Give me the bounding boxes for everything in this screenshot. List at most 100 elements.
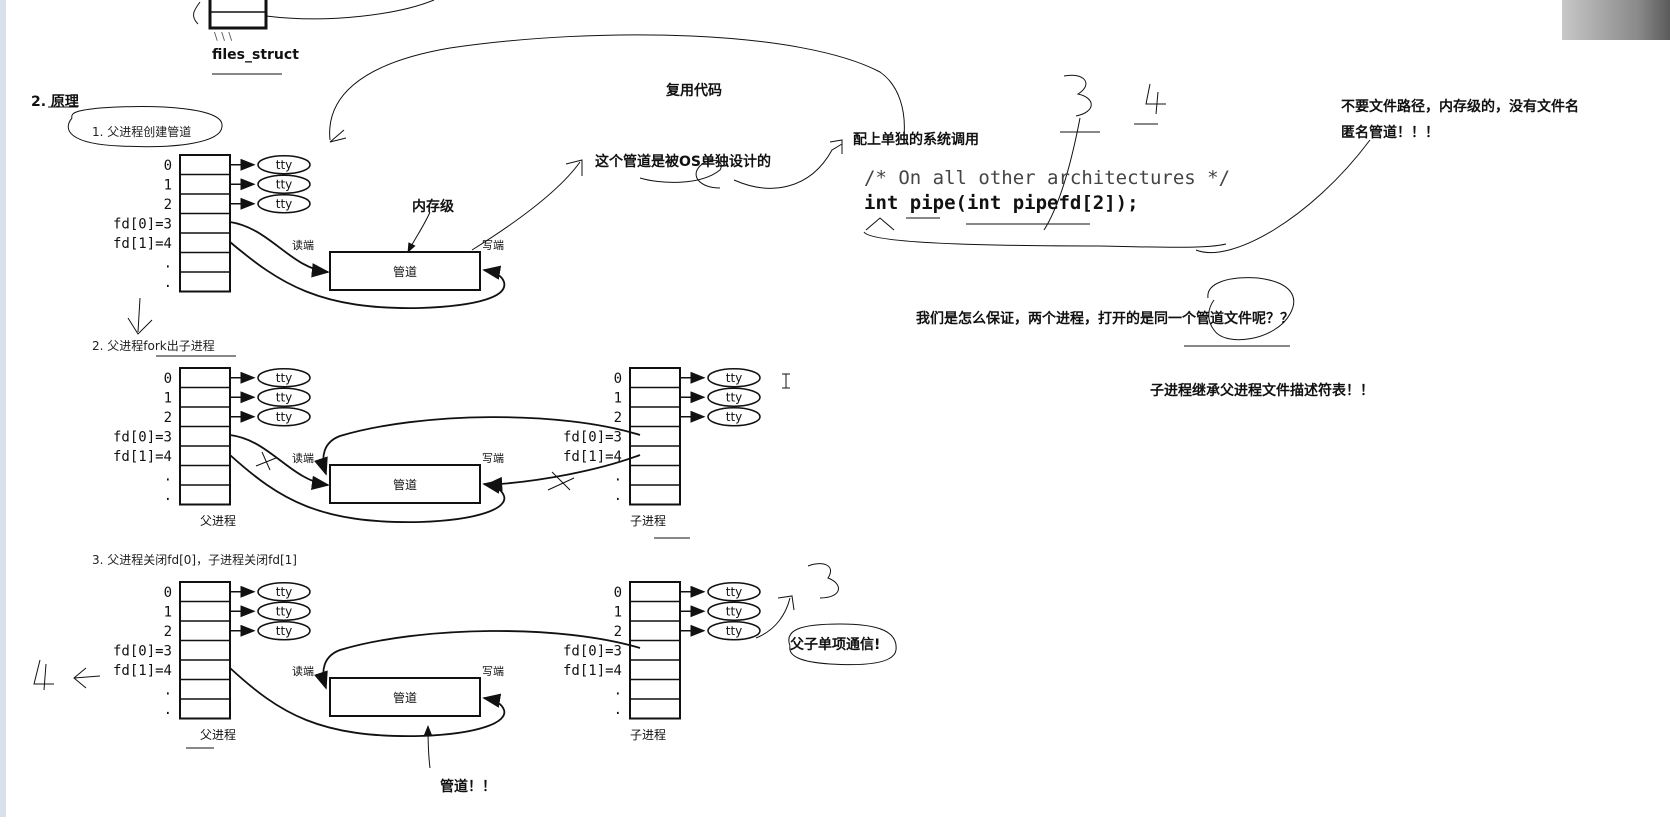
- step1-pipe-box: [329, 251, 481, 291]
- step3-parent-fd-label: .: [164, 683, 172, 699]
- step2-child-fd-label: fd[1]=4: [563, 449, 622, 465]
- note-inherit: 子进程继承父进程文件描述符表！！: [1150, 383, 1374, 399]
- step3-child-tty-ellipse: [707, 621, 761, 641]
- step2-parent-tty-ellipse: [257, 407, 311, 427]
- webcam-overlay: [1562, 0, 1670, 40]
- step2-parent-fd-label: fd[1]=4: [113, 449, 172, 465]
- step2-child-tty-ellipse: [707, 368, 761, 388]
- step2-parent-read-arrow: [229, 434, 330, 491]
- note-syscall: 配上单独的系统调用: [853, 132, 979, 148]
- step1-tty-ellipse: [257, 174, 311, 194]
- step3-parent-fd-table: [179, 581, 231, 720]
- step2-parent-fd-label: 0: [164, 371, 172, 387]
- step1-read-arrow: [229, 221, 330, 278]
- step2-parent-tty-label: tty: [276, 410, 293, 424]
- step3-parent-fd-label: .: [164, 702, 172, 718]
- code-signature: int pipe(int pipefd[2]);: [864, 192, 1139, 214]
- step3-child-tty-ellipse: [707, 601, 761, 621]
- note-anonymous-pipe: 匿名管道！！！: [1341, 125, 1439, 141]
- step2-parent-fd-table: [179, 367, 231, 506]
- step3-child-read-arrow: [314, 630, 641, 690]
- left-border: [0, 0, 6, 817]
- step2-parent-tty-ellipse: [257, 368, 311, 388]
- section-title: 2. 原理: [31, 94, 79, 110]
- step3-child-fd-label: 0: [614, 585, 622, 601]
- step1-tty-label: tty: [276, 177, 293, 191]
- step1-fd-label: 0: [164, 158, 172, 174]
- step2-child-label: 子进程: [630, 513, 666, 528]
- step2-read-end-label: 读端: [292, 451, 314, 465]
- step3-parent-write-arrow: [229, 667, 506, 737]
- step3-parent-fd-label: fd[0]=3: [113, 644, 172, 660]
- step3-child-fd-label: fd[0]=3: [563, 644, 622, 660]
- step2-parent-tty-label: tty: [276, 390, 293, 404]
- step3-parent-tty-label: tty: [276, 624, 293, 638]
- step3-parent-tty-ellipse: [257, 601, 311, 621]
- note-reuse-code: 复用代码: [666, 83, 722, 99]
- step2-child-fd-label: 1: [614, 391, 622, 407]
- step3-child-fd-label: .: [614, 683, 622, 699]
- step3-read-end-label: 读端: [292, 664, 314, 678]
- step2-child-fd-label: 2: [614, 410, 622, 426]
- step3-parent-tty-ellipse: [257, 582, 311, 602]
- step3-child-tty-ellipse: [707, 582, 761, 602]
- step3-parent-fd-label: 2: [164, 624, 172, 640]
- step2-child-fd-table: [629, 367, 681, 506]
- step3-child-label: 子进程: [630, 727, 666, 742]
- step1-fd-label: 1: [164, 178, 172, 194]
- step1-write-arrow: [229, 241, 506, 309]
- step1-fd-label: fd[1]=4: [113, 236, 172, 252]
- step1-fd-label: fd[0]=3: [113, 217, 172, 233]
- step3-parent-tty-ellipse: [257, 621, 311, 641]
- step1-tty-label: tty: [276, 158, 293, 172]
- step2-parent-fd-label: 1: [164, 391, 172, 407]
- step3-parent-label: 父进程: [200, 727, 236, 742]
- files-struct-fragment: [193, 0, 435, 75]
- step2-write-end-label: 写端: [482, 452, 504, 465]
- step2-parent-fd-label: .: [164, 488, 172, 504]
- step2-child-fd-label: .: [614, 488, 622, 504]
- note-pipe: 管道！！: [440, 779, 496, 795]
- step1-tty-label: tty: [276, 197, 293, 211]
- tick-marks: \ \ \: [214, 30, 233, 43]
- note-no-path: 不要文件路径，内存级的，没有文件名: [1341, 99, 1579, 115]
- step3-parent-fd-label: 0: [164, 585, 172, 601]
- step1-tty-ellipse: [257, 194, 311, 214]
- note-os-designed: 这个管道是被OS单独设计的: [595, 154, 771, 170]
- step3-parent-tty-label: tty: [276, 585, 293, 599]
- step2-child-fd-label: fd[0]=3: [563, 430, 622, 446]
- step2-parent-fd-label: 2: [164, 410, 172, 426]
- step3-pipe-box: [329, 677, 481, 717]
- step2-child-write-arrow: [484, 454, 641, 492]
- step2-child-read-arrow: [314, 416, 641, 476]
- step2-child-fd-label: 0: [614, 371, 622, 387]
- note-memory-level: 内存级: [412, 199, 454, 215]
- step3-child-fd-label: .: [614, 702, 622, 718]
- step1-fd-label: .: [164, 275, 172, 291]
- step3-write-end-label: 写端: [482, 665, 504, 678]
- step3-child-fd-label: 1: [614, 605, 622, 621]
- step2-parent-tty-ellipse: [257, 387, 311, 407]
- step1-tty-ellipse: [257, 155, 311, 175]
- step3-child-tty-label: tty: [726, 604, 743, 618]
- step-1-title: 1. 父进程创建管道: [92, 125, 192, 139]
- step1-pipe-label: 管道: [393, 264, 417, 279]
- step2-child-tty-label: tty: [726, 410, 743, 424]
- step3-child-tty-label: tty: [726, 624, 743, 638]
- handwritten-marks: [33, 34, 1371, 769]
- step2-parent-tty-label: tty: [276, 371, 293, 385]
- step2-parent-label: 父进程: [200, 513, 236, 528]
- step2-child-tty-label: tty: [726, 390, 743, 404]
- step2-pipe-box: [329, 464, 481, 504]
- note-question: 我们是怎么保证，两个进程，打开的是同一个管道文件呢？？: [916, 311, 1294, 327]
- step3-pipe-label: 管道: [393, 690, 417, 705]
- step2-child-tty-ellipse: [707, 387, 761, 407]
- code-comment: /* On all other architectures */: [864, 167, 1231, 189]
- step2-child-tty-label: tty: [726, 371, 743, 385]
- step3-parent-tty-label: tty: [276, 604, 293, 618]
- step-2-title: 2. 父进程fork出子进程: [92, 339, 215, 353]
- step2-child-tty-ellipse: [707, 407, 761, 427]
- step2-parent-fd-label: fd[0]=3: [113, 430, 172, 446]
- step1-fd-table: [179, 154, 231, 293]
- step1-read-end-label: 读端: [292, 238, 314, 252]
